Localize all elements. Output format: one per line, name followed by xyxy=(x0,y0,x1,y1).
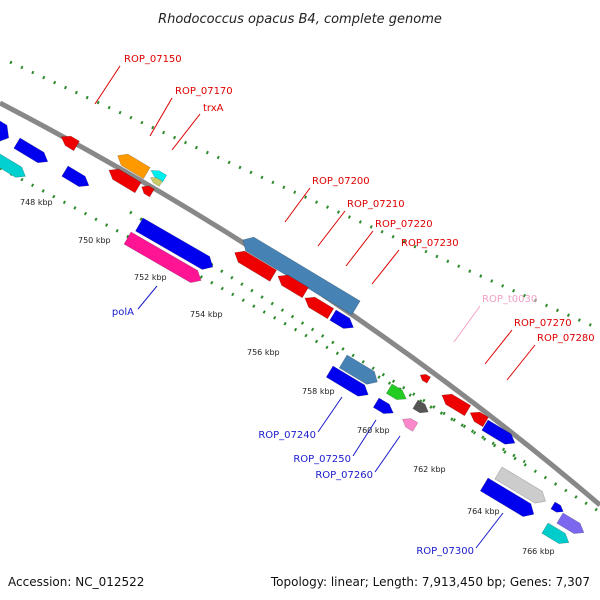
gene-feature-arrow[interactable] xyxy=(481,419,518,448)
gene-label-leader-line xyxy=(453,305,481,343)
gene-feature-arrow[interactable] xyxy=(467,408,489,428)
topology-text: Topology: linear; Length: 7,913,450 bp; … xyxy=(270,575,590,589)
label-leader-lines xyxy=(94,65,536,549)
grid-track-inner xyxy=(0,166,526,464)
gene-feature-arrow[interactable] xyxy=(494,466,549,507)
gene-feature-arrow[interactable] xyxy=(400,415,419,432)
position-tick-label: 758 kbp xyxy=(302,387,335,396)
gene-feature-arrow[interactable] xyxy=(61,165,92,191)
gene-feature-arrow[interactable] xyxy=(412,399,431,416)
gene-feature-arrow[interactable] xyxy=(114,150,151,180)
map-title: Rhodococcus opacus B4, complete genome xyxy=(158,12,442,27)
gene-label[interactable]: ROP_07210 xyxy=(347,199,405,210)
gene-feature-arrow[interactable] xyxy=(439,390,472,417)
gene-label-leader-line xyxy=(171,113,201,151)
gene-label-leader-line xyxy=(137,285,158,310)
gene-label[interactable]: ROP_07250 xyxy=(293,454,351,465)
gene-feature-arrow[interactable] xyxy=(0,140,1,154)
gene-label-leader-line xyxy=(284,187,311,223)
gene-feature-arrow[interactable] xyxy=(275,271,309,299)
gene-feature-arrow[interactable] xyxy=(123,231,205,287)
position-tick-label: 762 kbp xyxy=(413,465,446,474)
gene-feature-arrow[interactable] xyxy=(58,132,80,152)
gene-label-leader-line xyxy=(475,512,504,549)
gene-label-leader-line xyxy=(317,210,346,247)
gene-feature-arrow[interactable] xyxy=(329,309,357,333)
gene-feature-arrow[interactable] xyxy=(231,247,277,282)
gene-label[interactable]: ROP_07260 xyxy=(315,470,373,481)
gene-label[interactable]: ROP_07150 xyxy=(124,54,182,65)
gene-label-leader-line xyxy=(345,230,374,267)
gene-feature-arrow[interactable] xyxy=(338,354,381,388)
gene-feature-arrow[interactable] xyxy=(541,522,572,548)
gene-label[interactable]: ROP_07270 xyxy=(514,318,572,329)
gene-feature-arrow[interactable] xyxy=(372,397,396,418)
gene-feature-arrow[interactable] xyxy=(418,372,431,384)
gene-feature-arrow[interactable] xyxy=(106,165,142,194)
gene-label-leader-line xyxy=(149,97,173,137)
gene-label[interactable]: ROP_t0030 xyxy=(482,294,537,305)
position-tick-label: 752 kbp xyxy=(134,273,167,282)
position-tick-label: 760 kbp xyxy=(357,426,390,435)
gene-label-leader-line xyxy=(94,65,121,105)
position-tick-label: 754 kbp xyxy=(190,310,223,319)
accession-text: Accession: NC_012522 xyxy=(8,575,144,589)
gene-features xyxy=(0,117,587,548)
gene-feature-arrow[interactable] xyxy=(556,512,587,538)
gene-feature-arrow[interactable] xyxy=(302,293,335,320)
gene-feature-arrow[interactable] xyxy=(479,477,537,521)
gene-label-leader-line xyxy=(317,396,343,433)
gene-label[interactable]: ROP_07280 xyxy=(537,333,595,344)
gene-feature-arrow[interactable] xyxy=(139,183,155,198)
gene-label[interactable]: polA xyxy=(112,307,134,318)
gene-label-leader-line xyxy=(352,419,377,457)
gene-label-leader-line xyxy=(374,435,401,473)
gene-label-leader-line xyxy=(371,249,400,285)
gene-feature-arrow[interactable] xyxy=(0,117,14,146)
position-tick-label: 756 kbp xyxy=(247,348,280,357)
gene-feature-arrow[interactable] xyxy=(0,147,29,181)
position-tick-label: 764 kbp xyxy=(467,507,500,516)
gene-label-leader-line xyxy=(506,344,536,381)
gene-label[interactable]: ROP_07220 xyxy=(375,219,433,230)
position-tick-label: 748 kbp xyxy=(20,198,53,207)
gene-feature-arrow[interactable] xyxy=(149,175,163,187)
gene-label-leader-line xyxy=(484,329,513,365)
gene-label[interactable]: ROP_07170 xyxy=(175,86,233,97)
gene-feature-arrow[interactable] xyxy=(135,217,217,273)
tick-labels: 748 kbp 750 kbp 752 kbp 754 kbp 756 kbp 758 k… xyxy=(20,198,555,556)
gene-feature-arrow[interactable] xyxy=(550,501,565,515)
gene-feature-arrow[interactable] xyxy=(325,365,371,400)
gene-label[interactable]: ROP_07300 xyxy=(416,546,474,557)
position-tick-label: 750 kbp xyxy=(78,236,111,245)
gene-label[interactable]: ROP_07240 xyxy=(258,430,316,441)
gene-feature-arrow[interactable] xyxy=(13,137,51,167)
gene-label[interactable]: trxA xyxy=(203,103,224,114)
gene-label[interactable]: ROP_07200 xyxy=(312,176,370,187)
gene-feature-arrow[interactable] xyxy=(385,383,409,404)
position-tick-label: 766 kbp xyxy=(522,547,555,556)
gene-label[interactable]: ROP_07230 xyxy=(401,238,459,249)
